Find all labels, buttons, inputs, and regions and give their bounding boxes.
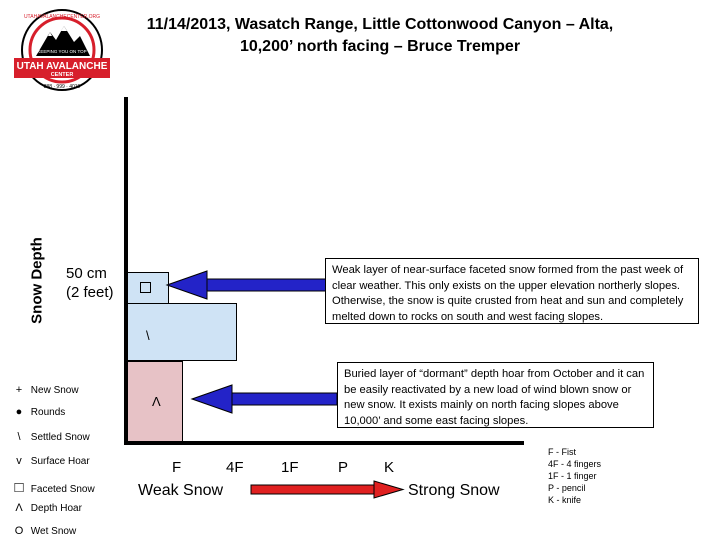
depth-hoar-layer: Λ xyxy=(127,361,183,443)
faceted-snow-icon: □ xyxy=(14,479,24,496)
strong-snow-label: Strong Snow xyxy=(408,482,500,499)
legend-item: O Wet Snow xyxy=(10,525,76,537)
depth-hoar-icon: Λ xyxy=(15,502,23,514)
hardness-key-item: P - pencil xyxy=(548,483,586,493)
legend-label: Faceted Snow xyxy=(30,484,95,495)
new-snow-icon: + xyxy=(15,384,23,396)
tick-label: K xyxy=(384,459,395,476)
page-title: 11/14/2013, Wasatch Range, Little Cotton… xyxy=(140,14,620,58)
title-line-1: 11/14/2013, Wasatch Range, Little Cotton… xyxy=(146,16,614,33)
upper-layer-arrow-icon xyxy=(165,270,328,300)
y-axis-line xyxy=(124,97,128,444)
tick-label: 1F xyxy=(281,459,299,476)
legend-label: Wet Snow xyxy=(30,526,77,537)
y-axis-label: Snow Depth xyxy=(28,237,46,324)
hardness-key-item: F - Fist xyxy=(548,447,576,457)
lower-layer-callout: Buried layer of “dormant” depth hoar fro… xyxy=(337,362,654,428)
surface-hoar-icon: v xyxy=(16,455,22,467)
legend-item: + New Snow xyxy=(10,384,79,396)
logo-phone: 888 · 999 · 4019 xyxy=(44,84,81,90)
wet-snow-icon: O xyxy=(14,525,24,537)
weak-snow-label: Weak Snow xyxy=(138,482,224,499)
tick-label: 4F xyxy=(226,459,244,476)
legend-item: \ Settled Snow xyxy=(10,431,90,443)
legend-label: Surface Hoar xyxy=(30,456,90,467)
lower-layer-arrow-icon xyxy=(190,384,338,414)
utah-avalanche-center-logo: UTAHAVALANCHECENTER.ORG KEEPING YOU ON T… xyxy=(14,9,110,91)
depth-hoar-symbol: Λ xyxy=(152,394,161,409)
legend-label: Rounds xyxy=(30,407,66,418)
settled-snow-symbol: \ xyxy=(146,328,150,343)
logo-main-line1: UTAH AVALANCHE xyxy=(17,61,108,72)
depth-marker-line-1: 50 cm xyxy=(66,265,107,282)
legend-label: Settled Snow xyxy=(30,432,90,443)
hardness-key-item: K - knife xyxy=(548,495,582,505)
logo-main-line2: CENTER xyxy=(51,72,74,78)
legend-item: v Surface Hoar xyxy=(10,455,90,467)
legend-label: Depth Hoar xyxy=(30,503,82,514)
legend-item: □ Faceted Snow xyxy=(10,479,95,496)
hardness-key: F - Fist 4F - 4 fingers 1F - 1 finger P … xyxy=(548,446,601,506)
x-axis-line xyxy=(124,441,524,445)
tick-label: F xyxy=(172,459,182,476)
upper-layer-callout: Weak layer of near-surface faceted snow … xyxy=(325,258,699,324)
tick-label: P xyxy=(338,459,349,476)
legend-item: ● Rounds xyxy=(10,406,66,418)
logo-top-text: UTAHAVALANCHECENTER.ORG xyxy=(24,14,100,20)
weak-to-strong-arrow-icon xyxy=(250,480,405,499)
legend-label: New Snow xyxy=(30,385,79,396)
legend-item: Λ Depth Hoar xyxy=(10,502,82,514)
depth-marker-label: 50 cm (2 feet) xyxy=(66,264,114,302)
rounds-icon: ● xyxy=(15,406,23,418)
settled-snow-layer: \ xyxy=(127,303,237,361)
logo-ribbon-text: KEEPING YOU ON TOP xyxy=(37,49,86,54)
faceted-snow-layer xyxy=(127,272,169,304)
faceted-snow-symbol xyxy=(140,282,151,293)
hardness-key-item: 4F - 4 fingers xyxy=(548,459,602,469)
depth-marker-line-2: (2 feet) xyxy=(66,284,114,301)
hardness-key-item: 1F - 1 finger xyxy=(548,471,597,481)
title-line-2: 10,200’ north facing – Bruce Tremper xyxy=(239,38,521,55)
settled-snow-icon: \ xyxy=(17,431,21,443)
